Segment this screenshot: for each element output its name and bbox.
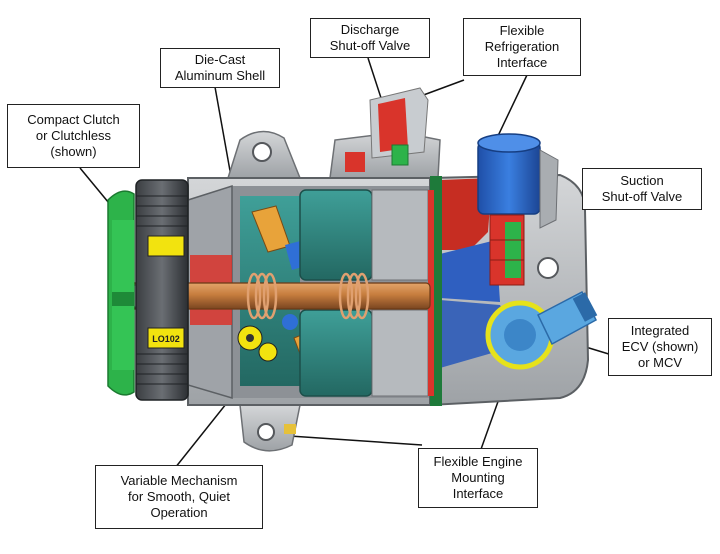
callout-ecv-line-2: ECV (shown) [621, 339, 699, 354]
callout-clutch-line-1: Compact Clutch [27, 112, 120, 127]
lower-mounting-ear [239, 404, 301, 452]
callout-mounting-line-3: Interface [452, 486, 504, 501]
refrigeration-fitting [477, 133, 559, 229]
callout-refrigeration-line-2: Refrigeration [484, 39, 560, 54]
callout-suction-line-2: Shut-off Valve [601, 189, 683, 204]
callout-ecv: Integrated ECV (shown) or MCV [608, 318, 712, 376]
callout-shell: Die-Cast Aluminum Shell [160, 48, 280, 88]
callout-discharge: Discharge Shut-off Valve [310, 18, 430, 58]
springs [246, 272, 370, 320]
leader-shell [214, 86, 233, 183]
callout-shell-line-1: Die-Cast [194, 52, 246, 67]
callout-mounting: Flexible Engine Mounting Interface [418, 448, 538, 508]
callout-refrigeration-line-3: Interface [496, 55, 548, 70]
clutch-plate [107, 190, 135, 396]
callout-mechanism-line-2: for Smooth, Quiet [128, 489, 230, 504]
callout-discharge-line-2: Shut-off Valve [329, 38, 411, 53]
callout-ecv-line-1: Integrated [630, 323, 690, 338]
callout-suction: Suction Shut-off Valve [582, 168, 702, 210]
leader-refrigeration [496, 74, 528, 139]
pistons [299, 189, 434, 397]
pulley: LO102 [135, 179, 189, 401]
callout-discharge-line-1: Discharge [340, 22, 400, 37]
upper-mounting-ear [226, 130, 302, 179]
bearing-label: LO102 [152, 334, 180, 344]
callout-mechanism: Variable Mechanism for Smooth, Quiet Ope… [95, 465, 263, 529]
discharge-port [329, 87, 441, 179]
callout-mechanism-line-3: Operation [150, 505, 208, 520]
callout-mounting-line-2: Mounting [451, 470, 505, 485]
callout-ecv-line-3: or MCV [637, 355, 683, 370]
callout-shell-line-2: Aluminum Shell [174, 68, 266, 83]
callout-clutch-line-3: (shown) [50, 144, 97, 159]
callout-mechanism-line-1: Variable Mechanism [120, 473, 238, 488]
callout-clutch-line-2: or Clutchless [35, 128, 112, 143]
callout-clutch: Compact Clutch or Clutchless (shown) [7, 104, 140, 168]
callout-refrigeration-line-1: Flexible [499, 23, 545, 38]
callout-suction-line-1: Suction [620, 173, 664, 188]
ecv-valve [485, 290, 598, 370]
callout-mounting-line-1: Flexible Engine [433, 454, 523, 469]
suction-valve [489, 214, 525, 286]
callout-refrigeration: Flexible Refrigeration Interface [463, 18, 581, 76]
leader-mounting-2 [274, 434, 423, 446]
